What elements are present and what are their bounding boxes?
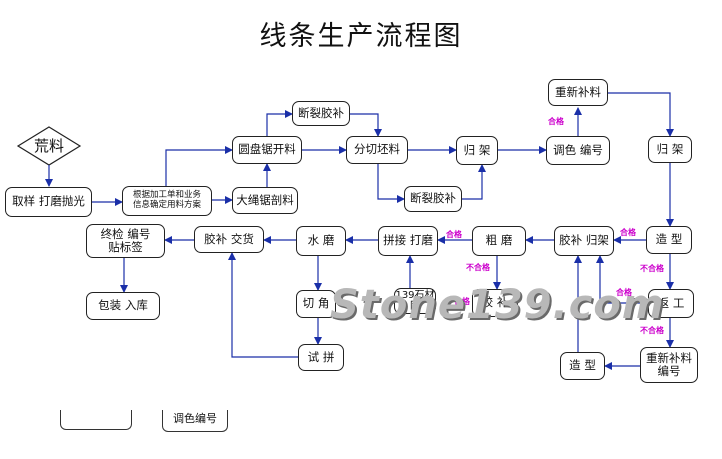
node-zaoxing2: 造 型 <box>560 352 605 380</box>
node-fangong: 返 工 <box>648 289 694 318</box>
node-zhongjian: 终检 编号 贴标签 <box>86 224 165 258</box>
label-pass-3: 合格 <box>446 230 462 239</box>
edge-shipin-jiaohuo <box>228 252 298 358</box>
node-chongxin1: 重新补料 <box>548 79 608 106</box>
node-shipin: 试 拼 <box>298 344 344 371</box>
edge-genju-yuanpan <box>165 146 233 186</box>
node-dasheng: 大绳锯剖料 <box>232 187 298 214</box>
watermark: Stone139.com <box>330 282 665 328</box>
label-pass-1: 合格 <box>548 117 564 126</box>
node-tiaose: 调色 编号 <box>546 136 610 165</box>
cropped-node-left <box>60 410 132 430</box>
label-pass-2: 合格 <box>620 228 636 237</box>
node-chongxin2: 重新补料 编号 <box>640 347 698 383</box>
node-yuanpan: 圆盘锯开料 <box>232 136 302 164</box>
label-pass-5: 合格 <box>454 297 470 306</box>
label-fail-2: 不合格 <box>466 263 490 272</box>
node-shuimo: 水 磨 <box>296 226 346 256</box>
edge-chongxin1-guijia2 <box>608 92 674 137</box>
node-baozhuang: 包装 入库 <box>86 292 160 320</box>
node-jiaobu: 胶 补 <box>472 289 518 317</box>
cropped-node-tiaose: 调色编号 <box>162 410 228 432</box>
node-pinjie: 拼接 打磨 <box>378 226 438 256</box>
edge-duanlie2-guijia1 <box>462 164 486 200</box>
node-qiejiao: 切 角 <box>296 290 336 318</box>
node-jiaobu-guijia: 胶补 归架 <box>554 226 614 256</box>
edge-duanlie1-fenqie <box>350 113 382 137</box>
label-pass-4: 合格 <box>616 288 632 297</box>
node-quyang: 取样 打磨抛光 <box>5 187 92 217</box>
node-genju: 根据加工单和业务 信息确定用料方案 <box>122 186 212 216</box>
node-pinjie-sub: 139石材网 <box>394 288 436 314</box>
node-jiaobu-jiaohuo: 胶补 交货 <box>194 226 264 253</box>
node-guijia2: 归 架 <box>648 136 692 163</box>
node-guijia1: 归 架 <box>456 136 498 165</box>
node-duanlie1: 断裂胶补 <box>292 101 350 126</box>
node-cumo: 粗 磨 <box>472 226 526 256</box>
edge-fangong-jiaobuguijia <box>596 255 648 304</box>
start-label: 荒料 <box>33 136 64 155</box>
edge-fenqie-duanlie2 <box>377 164 405 203</box>
node-fenqie: 分切坯料 <box>346 136 408 164</box>
page-title: 线条生产流程图 <box>259 21 463 52</box>
label-fail-3: 不合格 <box>640 326 664 335</box>
node-duanlie2: 断裂胶补 <box>404 186 462 212</box>
node-zaoxing1: 造 型 <box>646 226 692 254</box>
label-fail-1: 不合格 <box>640 264 664 273</box>
edge-yuanpan-duanlie1 <box>266 110 293 136</box>
